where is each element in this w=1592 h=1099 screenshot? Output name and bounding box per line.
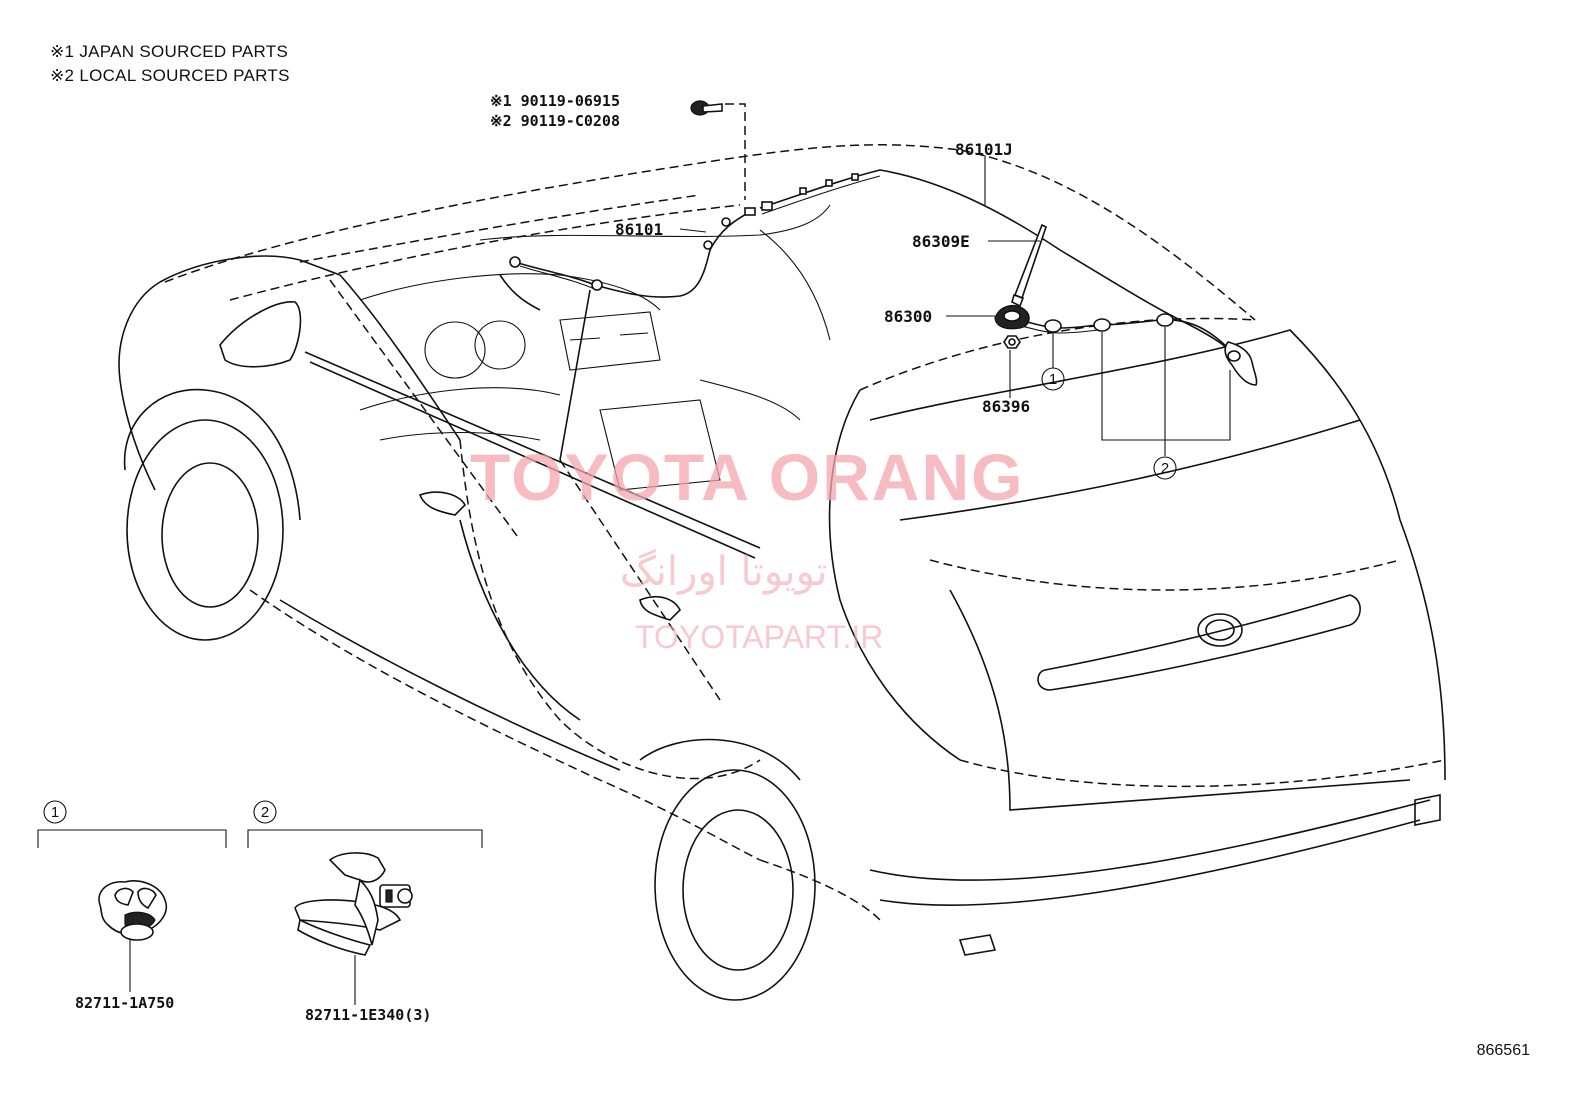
clamp-1e340-icon xyxy=(294,852,413,956)
detail-2-part-number: 82711-1E340(3) xyxy=(305,1006,431,1024)
callout-screw-japan: ※1 90119-06915 xyxy=(490,92,620,110)
watermark-url: TOYOTAPART.IR xyxy=(635,619,883,655)
detail-1-number: 1 xyxy=(51,804,59,821)
callout-86300: 86300 xyxy=(884,307,932,326)
detail-2-number: 2 xyxy=(261,804,269,821)
car-body-outline xyxy=(118,144,1446,1001)
antenna-base-86300 xyxy=(994,304,1030,330)
detail-1-part-number: 82711-1A750 xyxy=(75,994,174,1012)
callout-86101J: 86101J xyxy=(955,140,1013,159)
callout-86396: 86396 xyxy=(982,397,1030,416)
watermark-persian: تویوتا اورانگ xyxy=(620,549,827,595)
callout-labels: ※1 90119-06915 ※2 90119-C0208 86101J 861… xyxy=(490,92,1030,416)
watermark-main: TOYOTA ORANG xyxy=(470,440,1024,514)
antenna-cord-86101J xyxy=(759,169,1258,386)
svg-text:2: 2 xyxy=(1161,460,1169,477)
detail-1: 1 82711-1A750 xyxy=(37,800,227,1012)
diagram-reference-number: 866561 xyxy=(1477,1042,1530,1059)
clamp-1a750-icon xyxy=(98,880,167,941)
antenna-pole-86309E xyxy=(1011,223,1047,308)
screw-icon xyxy=(690,100,723,116)
antenna-cord-86101 xyxy=(499,207,756,311)
circled-ref-2-main: 2 xyxy=(1153,456,1177,480)
callout-86309E: 86309E xyxy=(912,232,970,251)
note-local-sourced: ※2 LOCAL SOURCED PARTS xyxy=(50,66,290,85)
callout-86101: 86101 xyxy=(615,220,663,239)
watermark: TOYOTA ORANG تویوتا اورانگ TOYOTAPART.IR xyxy=(470,440,1024,655)
detail-2: 2 82711-1E340(3) xyxy=(247,800,483,1024)
circled-ref-1-main: 1 xyxy=(1041,367,1065,391)
callout-screw-local: ※2 90119-C0208 xyxy=(490,112,620,130)
nut-86396 xyxy=(1003,335,1021,349)
svg-text:1: 1 xyxy=(1049,371,1057,388)
note-japan-sourced: ※1 JAPAN SOURCED PARTS xyxy=(50,42,289,61)
leader-lines xyxy=(679,103,1231,456)
